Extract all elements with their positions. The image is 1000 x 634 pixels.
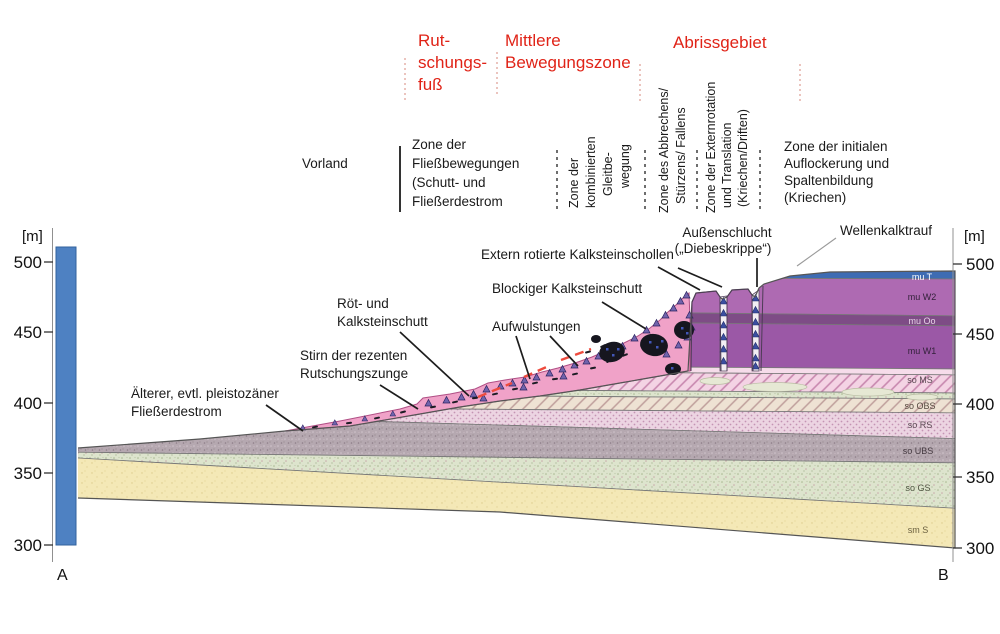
label-gleitbewegung: Zone der kombinierten Gleitbe- wegung	[567, 136, 632, 208]
label-aufl-2: Auflockerung und	[784, 156, 889, 171]
label-aelterer-2: Fließerdestrom	[131, 404, 222, 419]
stratum-codes: mu T mu W2 mu Oo mu W1 so MS so OBS so R…	[903, 272, 937, 535]
label-extern-2: und Translation	[720, 122, 734, 208]
code-so-RS: so RS	[908, 420, 933, 430]
code-mu-T: mu T	[912, 272, 933, 282]
leader-schollen-1	[657, 266, 701, 291]
label-abbrechen: Zone des Abbrechens/ Stürzens/ Fallens	[657, 87, 688, 213]
label-vorland: Vorland	[302, 156, 348, 171]
left-tick-450: 450	[14, 323, 42, 342]
header-mittlere-2: Bewegungszone	[505, 53, 631, 72]
label-gleit-2: kombinierten	[584, 136, 598, 208]
profile-point-a: A	[57, 567, 68, 584]
left-axis-ticks	[44, 261, 53, 546]
leader-schollen-2	[677, 267, 723, 288]
label-fliess-3: (Schutt- und	[412, 175, 486, 190]
leader-blockiger	[601, 301, 647, 330]
left-tick-300: 300	[14, 536, 42, 555]
label-fliess-4: Fließerdestrom	[412, 194, 503, 209]
left-tick-350: 350	[14, 464, 42, 483]
code-so-OBS: so OBS	[904, 401, 935, 411]
zone-labels: Vorland Zone der Fließbewegungen (Schutt…	[302, 82, 889, 213]
layer-so-GS	[78, 451, 955, 510]
label-roet-1: Röt- und	[337, 296, 389, 311]
label-aelterer-1: Älterer, evtl. pleistozäner	[131, 386, 279, 401]
label-extern-1: Zone der Externrotation	[704, 82, 718, 213]
header-mittlere-1: Mittlere	[505, 31, 561, 50]
left-tick-400: 400	[14, 394, 42, 413]
header-rutschungsfuss-1: Rut-	[418, 31, 450, 50]
label-blockiger: Blockiger Kalksteinschutt	[492, 281, 642, 296]
profile-bar	[55, 246, 77, 546]
feature-annotations: Außenschlucht („Diebeskrippe“) Wellenkal…	[131, 223, 932, 432]
label-roet-2: Kalksteinschutt	[337, 314, 428, 329]
left-axis-unit: [m]	[22, 228, 43, 245]
code-mu-W1: mu W1	[908, 346, 937, 356]
left-axis: [m] 500 450 400 350 300 A	[14, 228, 68, 584]
block-speckles	[606, 327, 689, 370]
limestone-blocks	[591, 321, 694, 375]
code-sm-S: sm S	[908, 525, 929, 535]
lenses	[699, 377, 939, 401]
right-axis-ticks	[953, 263, 962, 549]
zone-headers: Rut- schungs- fuß Mittlere Bewegungszone…	[404, 31, 801, 104]
leader-aufwulstungen-2	[549, 335, 579, 367]
leader-stirn	[379, 384, 419, 410]
code-so-GS: so GS	[905, 483, 930, 493]
label-gleit-3: Gleitbe-	[601, 152, 615, 196]
leader-aufwulstungen-1	[515, 335, 531, 380]
label-abbrechen-2: Stürzens/ Fallens	[674, 107, 688, 204]
right-tick-500: 500	[966, 255, 994, 274]
right-tick-350: 350	[966, 468, 994, 487]
label-stirn-2: Rutschungszunge	[300, 366, 408, 381]
code-mu-W2: mu W2	[908, 292, 937, 302]
label-aussenschlucht-1: Außenschlucht	[682, 225, 772, 240]
code-so-MS: so MS	[907, 375, 933, 385]
label-fliess-2: Fließbewegungen	[412, 156, 519, 171]
leader-wellenkalktrauf	[796, 237, 837, 267]
label-extern-rotierte: Extern rotierte Kalksteinschollen	[481, 247, 674, 262]
right-axis: [m] 500 450 400 350 300 B	[938, 228, 994, 584]
right-tick-400: 400	[966, 395, 994, 414]
layer-sm-S	[78, 456, 955, 548]
label-wellenkalktrauf: Wellenkalktrauf	[840, 223, 932, 238]
label-externrotation: Zone der Externrotation und Translation …	[704, 82, 750, 213]
leader-aelterer	[265, 404, 304, 432]
right-axis-unit: [m]	[964, 228, 985, 245]
label-aussenschlucht-2: („Diebeskrippe“)	[675, 241, 772, 256]
label-extern-3: (Kriechen/Driften)	[736, 109, 750, 207]
label-aufl-3: Spaltenbildung	[784, 173, 873, 188]
left-tick-500: 500	[14, 253, 42, 272]
fissures	[719, 289, 760, 372]
right-tick-300: 300	[966, 539, 994, 558]
label-aufl-1: Zone der initialen	[784, 139, 888, 154]
label-gleit-1: Zone der	[567, 158, 581, 208]
label-fliess-1: Zone der	[412, 137, 467, 152]
profile-point-b: B	[938, 567, 949, 584]
label-aufwulstungen: Aufwulstungen	[492, 319, 581, 334]
leader-roet	[399, 331, 470, 397]
code-so-UBS: so UBS	[903, 446, 934, 456]
label-abbrechen-1: Zone des Abbrechens/	[657, 87, 671, 213]
header-rutschungsfuss-3: fuß	[418, 75, 443, 94]
header-rutschungsfuss-2: schungs-	[418, 53, 487, 72]
label-stirn-1: Stirn der rezenten	[300, 348, 407, 363]
block-edges	[690, 285, 764, 372]
label-gleit-4: wegung	[618, 144, 632, 189]
code-mu-Oo: mu Oo	[908, 316, 935, 326]
label-aufl-4: (Kriechen)	[784, 190, 846, 205]
right-tick-450: 450	[966, 325, 994, 344]
header-abrissgebiet: Abrissgebiet	[673, 33, 767, 52]
